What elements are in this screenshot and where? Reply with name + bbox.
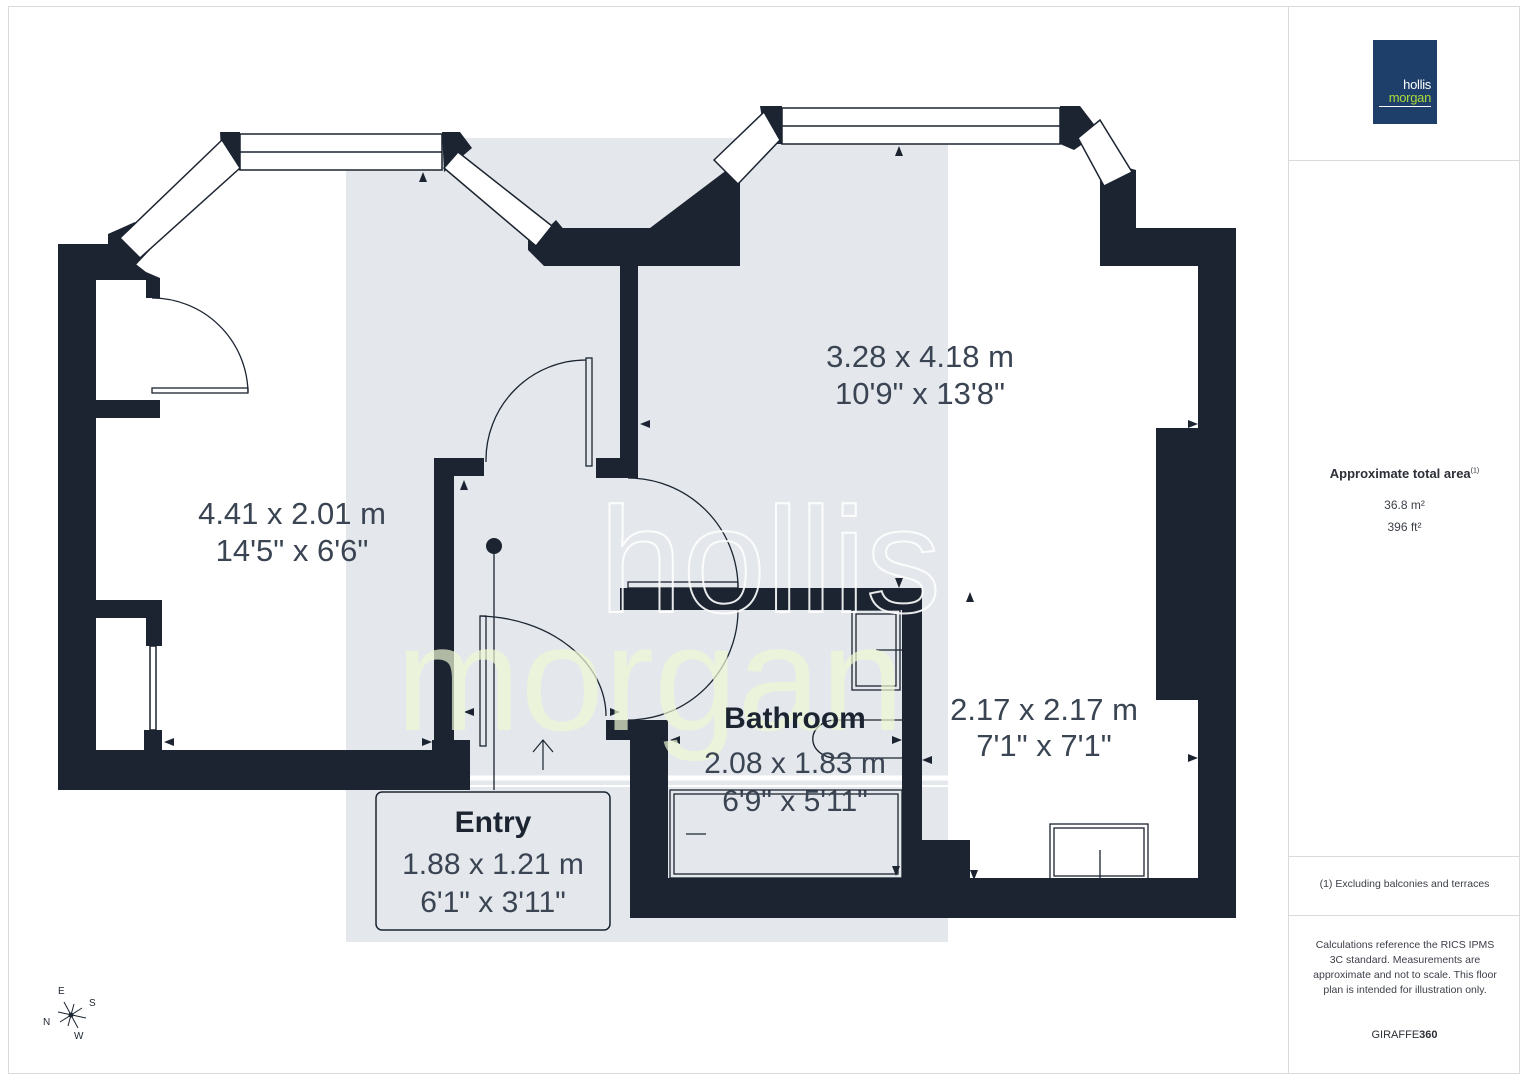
dimension-markers <box>164 146 1198 880</box>
total-area-title: Approximate total area(1) <box>1289 466 1520 481</box>
left-room-imperial: 14'5" x 6'6" <box>216 533 369 568</box>
total-area-note-marker: (1) <box>1470 467 1480 475</box>
brand-bold-text: 360 <box>1419 1029 1438 1041</box>
compass-west: W <box>74 1031 84 1042</box>
logo-word-hollis: hollis <box>1403 77 1431 92</box>
total-area-metric: 36.8 m² <box>1384 498 1425 512</box>
right-lower-room-metric: 2.17 x 2.17 m <box>950 692 1138 727</box>
total-area-title-text: Approximate total area <box>1329 466 1471 481</box>
windows <box>118 107 1134 731</box>
brand-light-text: GIRAFFE <box>1371 1029 1420 1041</box>
compass-north: N <box>43 1017 50 1028</box>
main-room-metric: 3.28 x 4.18 m <box>826 339 1014 374</box>
watermark-hollis: hollis <box>599 476 941 644</box>
watermark-morgan: morgan <box>396 594 905 762</box>
sidebar-divider <box>1289 856 1520 857</box>
total-area-imperial: 396 ft² <box>1387 520 1422 534</box>
area-footnote: (1) Excluding balconies and terraces <box>1319 878 1490 890</box>
entry-name: Entry <box>455 806 532 839</box>
bathroom-imperial: 6'9" x 5'11" <box>722 785 868 818</box>
entry-metric: 1.88 x 1.21 m <box>402 848 584 881</box>
left-room-metric: 4.41 x 2.01 m <box>198 496 386 531</box>
calculation-note: Calculations reference the RICS IPMS 3C … <box>1313 939 1497 996</box>
entry-imperial: 6'1" x 3'11" <box>420 886 566 919</box>
bathroom-metric: 2.08 x 1.83 m <box>704 747 886 780</box>
giraffe360-brand: GIRAFFE360 <box>1289 1029 1520 1041</box>
compass-east: E <box>58 986 65 997</box>
right-lower-room-imperial: 7'1" x 7'1" <box>976 728 1112 763</box>
sidebar-divider <box>1289 915 1520 916</box>
page-frame <box>8 6 1520 1074</box>
entry-label-box: Entry 1.88 x 1.21 m 6'1" x 3'11" <box>375 791 611 931</box>
company-logo: hollis morgan <box>1373 40 1437 124</box>
sidebar-divider <box>1289 160 1520 161</box>
bathroom-name: Bathroom <box>724 702 866 735</box>
logo-rule <box>1379 106 1431 107</box>
main-room-imperial: 10'9" x 13'8" <box>835 376 1005 411</box>
logo-word-morgan: morgan <box>1388 90 1432 105</box>
info-sidebar: hollis morgan Approximate total area (1) … <box>1288 6 1520 1074</box>
bathroom-fixtures <box>669 609 1149 881</box>
walls <box>58 106 1236 918</box>
compass-south: S <box>89 998 96 1009</box>
compass-icon <box>57 1001 87 1029</box>
doors <box>151 297 739 790</box>
